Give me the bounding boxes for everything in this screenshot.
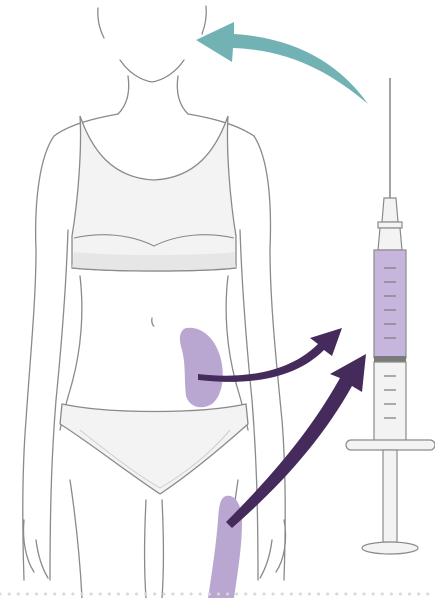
bra-garment <box>72 116 236 271</box>
briefs-garment <box>60 404 248 494</box>
arrows <box>196 22 368 528</box>
abdomen-injection-site <box>180 328 223 408</box>
syringe-icon <box>346 78 435 554</box>
upper-arm-arrow-icon <box>196 22 368 104</box>
